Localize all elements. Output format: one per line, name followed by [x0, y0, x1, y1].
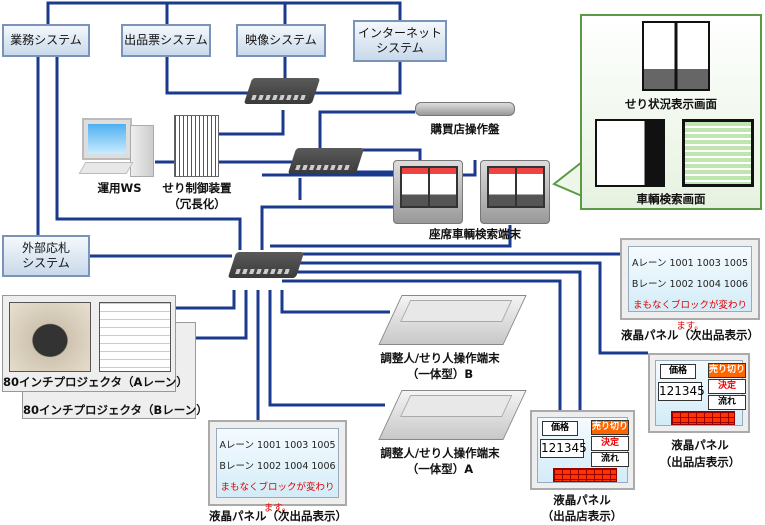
- lane-a-numbers: Aレーン 1001 1003 1005: [219, 440, 336, 451]
- sold-out-indicator: 売り切り: [591, 420, 629, 435]
- seat-terminal-label: 座席車輌検索端末: [429, 227, 521, 241]
- console-a-label: 調整人/せり人操作端末: [380, 446, 500, 460]
- gaibu-system-label: 外部応札 システム: [21, 241, 70, 270]
- inspection-sheet: [99, 302, 171, 372]
- eizo-system-label: 映像システム: [245, 33, 317, 47]
- unsold-indicator: 流れ: [708, 395, 746, 410]
- unsold-indicator: 流れ: [591, 452, 629, 467]
- decided-indicator: 決定: [708, 379, 746, 394]
- network-switch-icon: [227, 252, 305, 278]
- gyomu-system-box: 業務システム: [2, 24, 90, 57]
- operator-console-icon: [378, 295, 527, 345]
- lcd-next-panel-top: Aレーン 1001 1003 1005 Bレーン 1002 1004 1006 …: [620, 238, 760, 332]
- lcd-shop-label: 液晶パネル: [671, 438, 729, 452]
- lane-a-numbers: Aレーン 1001 1003 1005: [631, 258, 749, 269]
- lcd-shop-label-note: （出品店表示）: [541, 509, 623, 523]
- lcd-shop-label-note: （出品店表示）: [659, 455, 741, 469]
- internet-system-label: インターネット システム: [357, 26, 442, 55]
- screen-callout: せり状況表示画面 車輌検索画面: [580, 14, 762, 210]
- ws-label: 運用WS: [97, 181, 142, 195]
- lane-b-numbers: Bレーン 1002 1004 1006: [631, 279, 749, 290]
- projector-b-label: 80インチプロジェクタ（Bレーン）: [23, 403, 208, 417]
- seat-links: [260, 205, 512, 250]
- lane-b-numbers: Bレーン 1002 1004 1006: [219, 461, 336, 472]
- block-change-notice: まもなくブロックが変わります。: [632, 300, 747, 332]
- lcd-shop-panel-right: 価格 売り切り 121345 決定 流れ: [648, 353, 750, 433]
- network-switch-icon: [243, 78, 321, 104]
- callout-pointer: [552, 161, 583, 197]
- price-value: 121345: [658, 382, 705, 401]
- switch1-links: [165, 57, 402, 136]
- decided-indicator: 決定: [591, 436, 629, 451]
- buyer-panel-label: 購買店操作盤: [430, 122, 500, 136]
- car-photo: [9, 302, 91, 372]
- lcd-next-label: 液晶パネル（次出品表示）: [209, 509, 347, 523]
- console-a-note: （一体型）A: [406, 462, 474, 476]
- search-screen-label: 車輌検索画面: [636, 192, 706, 206]
- price-value: 121345: [540, 439, 587, 458]
- status-screen-label: せり状況表示画面: [625, 97, 717, 111]
- projector-a-label: 80インチプロジェクタ（Aレーン）: [3, 375, 188, 389]
- price-label: 価格: [660, 364, 696, 379]
- internet-system-box: インターネット システム: [353, 20, 447, 62]
- workstation-tower-icon: [130, 125, 154, 177]
- console-b-label: 調整人/せり人操作端末: [380, 351, 500, 365]
- status-screen-thumbnail: [642, 21, 710, 91]
- console-b-note: （一体型）B: [406, 367, 474, 381]
- lcd-shop-label: 液晶パネル: [553, 493, 611, 507]
- search-screen-thumbnail: [595, 119, 665, 187]
- network-switch-icon: [287, 148, 365, 174]
- server-icon: [174, 115, 219, 177]
- eizo-system-box: 映像システム: [236, 24, 326, 57]
- shuppinhyo-system-box: 出品票システム: [121, 24, 211, 57]
- led-grid: [553, 468, 617, 482]
- gaibu-system-box: 外部応札 システム: [2, 235, 90, 277]
- projector-a-card: 80インチプロジェクタ（Aレーン）: [2, 295, 188, 392]
- list-screen-thumbnail: [682, 119, 754, 187]
- sold-out-indicator: 売り切り: [708, 363, 746, 378]
- keyboard-icon: [78, 162, 134, 174]
- block-change-notice: まもなくブロックが変わります。: [220, 482, 335, 514]
- led-grid: [671, 411, 735, 425]
- lcd-next-label: 液晶パネル（次出品表示）: [621, 328, 759, 342]
- buyer-panel-icon: [415, 102, 515, 116]
- seri-control-note: （冗長化）: [168, 197, 226, 211]
- switch3-down: [176, 290, 390, 422]
- gyomu-system-label: 業務システム: [10, 33, 82, 47]
- switch3-right: [282, 252, 648, 413]
- lcd-shop-panel-bottom: 価格 売り切り 121345 決定 流れ: [530, 410, 635, 490]
- switch2-links: [262, 110, 477, 200]
- price-label: 価格: [542, 421, 578, 436]
- seat-terminal-icon: [480, 160, 550, 224]
- top-bus-line: [46, 1, 402, 24]
- seat-terminal-icon: [393, 160, 463, 224]
- shuppinhyo-system-label: 出品票システム: [124, 33, 208, 47]
- workstation-icon: [82, 118, 132, 160]
- gyomu-links: [36, 57, 242, 250]
- lcd-next-panel-bottom: Aレーン 1001 1003 1005 Bレーン 1002 1004 1006 …: [208, 420, 347, 514]
- operator-console-icon: [378, 390, 527, 440]
- seri-control-label: せり制御装置: [162, 181, 232, 195]
